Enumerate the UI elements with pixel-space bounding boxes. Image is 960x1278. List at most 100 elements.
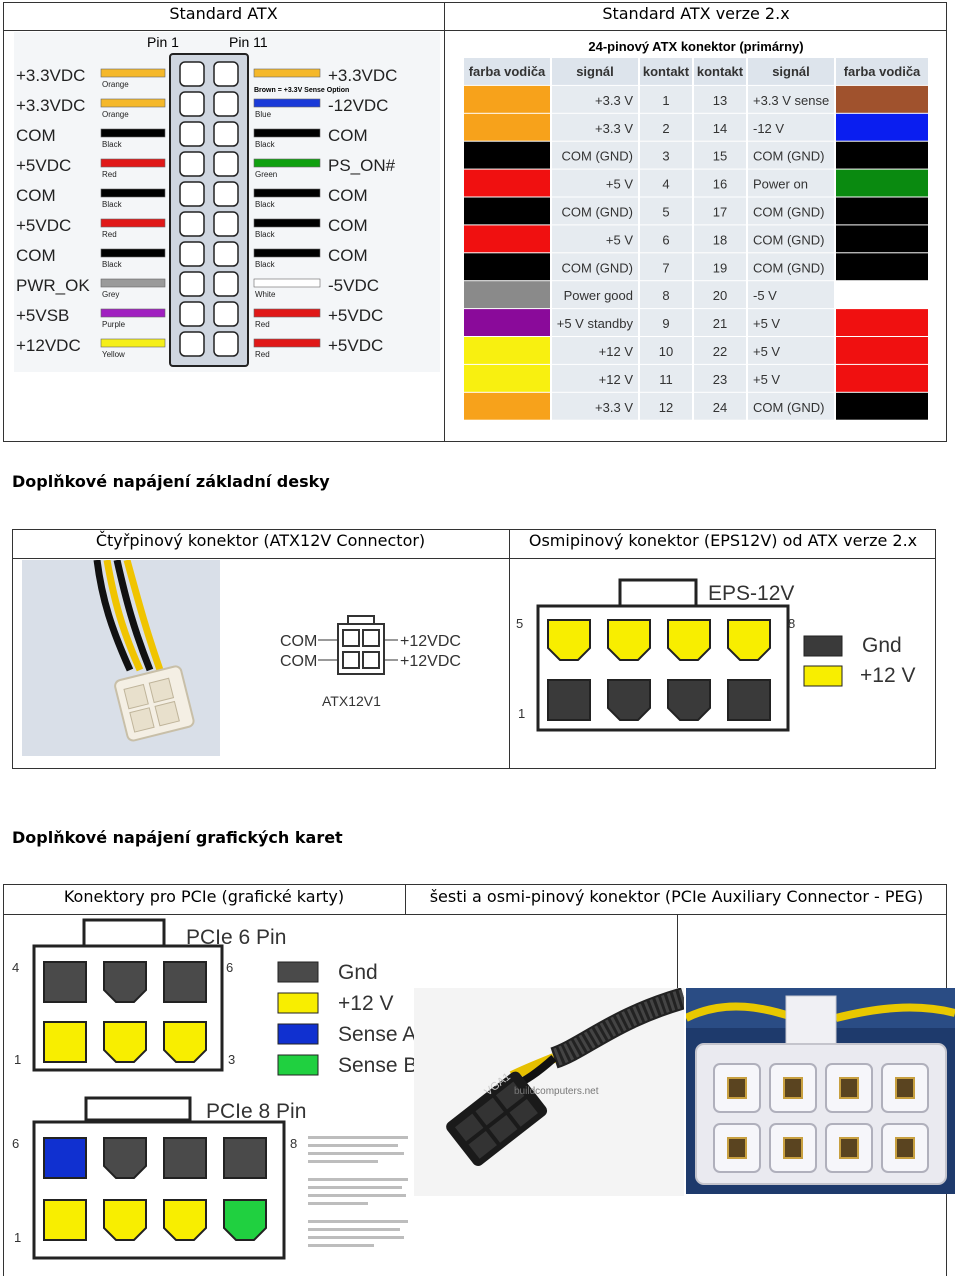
atx12v-diagram: COM COM +12VDC +12VDC ATX12V1 <box>280 615 461 709</box>
atx-right-signal: COM <box>328 216 368 235</box>
atx-right-wire <box>253 68 321 78</box>
atx24-table: 24-pinový ATX konektor (primárny) farba … <box>463 36 929 422</box>
atx24-cell <box>748 281 834 309</box>
atx24-cell <box>748 309 834 336</box>
atx24-left-color <box>464 309 550 336</box>
atx24-left-signal: +3.3 V <box>595 400 633 415</box>
atx-left-signal: +5VDC <box>16 156 71 175</box>
atx-left-wire-label: Purple <box>102 320 126 329</box>
pcie6-pin1: 1 <box>14 1052 21 1067</box>
pcie8-fine-print <box>308 1136 408 1247</box>
atx24-left-pin: 6 <box>662 232 669 247</box>
atx-right-wire-label: White <box>255 290 276 299</box>
atx-pin <box>179 331 205 357</box>
atx12v-v2: +12VDC <box>400 653 461 670</box>
atx-right-signal: +5VDC <box>328 336 383 355</box>
atx-pin <box>213 151 239 177</box>
atx24-cell <box>694 309 746 336</box>
atx12v-com2: COM <box>280 653 317 670</box>
atx-right-wire <box>253 128 321 138</box>
connector-pin <box>103 1199 147 1241</box>
atx-pin <box>213 121 239 147</box>
connector-pin <box>43 1199 87 1241</box>
table-atx-header-v2: Standard ATX verze 2.x <box>602 4 790 23</box>
pin1-label: Pin 1 <box>147 34 179 50</box>
atx-pin <box>213 271 239 297</box>
pcie-8pin-closeup-photo <box>686 988 955 1194</box>
atx-pin <box>179 151 205 177</box>
connector-pin <box>547 679 591 721</box>
atx24-header-text: signál <box>576 64 614 79</box>
table-board-power-col-divider <box>509 529 510 769</box>
atx-pin <box>179 91 205 117</box>
atx24-left-signal: +5 V <box>606 232 633 247</box>
atx24-left-signal: +12 V <box>599 372 634 387</box>
atx-pin <box>213 301 239 327</box>
atx24-cell <box>694 85 746 113</box>
atx24-cell <box>640 113 692 141</box>
atx-connector-pins <box>179 61 239 357</box>
atx-left-wire-label: Orange <box>102 110 129 119</box>
atx24-right-color <box>836 225 928 253</box>
atx-left-wire <box>100 278 166 288</box>
atx24-cell <box>640 309 692 336</box>
atx-left-signal: +3.3VDC <box>16 96 85 115</box>
pcie6-pin3: 3 <box>228 1052 235 1067</box>
atx-pin <box>179 181 205 207</box>
atx-left-wire <box>100 338 166 348</box>
eps-pin1: 1 <box>518 706 525 721</box>
atx-left-wire-label: Red <box>102 170 117 179</box>
atx-left-signal: COM <box>16 246 56 265</box>
atx24-left-pin: 1 <box>662 93 669 108</box>
atx24-right-signal: COM (GND) <box>753 260 825 275</box>
header-pcie: Konektory pro PCIe (grafické karty) <box>63 887 345 906</box>
atx-left-signal: PWR_OK <box>16 276 90 295</box>
atx24-cell <box>640 253 692 281</box>
atx24-right-color <box>836 141 928 169</box>
atx24-left-pin: 5 <box>662 205 669 220</box>
eps-legend-12v-swatch <box>803 665 843 687</box>
atx24-left-pin: 3 <box>662 149 669 164</box>
atx24-cell <box>748 141 834 169</box>
atx-left-signal: +12VDC <box>16 336 81 355</box>
atx24-cell <box>640 364 692 392</box>
eps12v-diagram: EPS-12V 5 8 1 Gnd +12 V <box>516 578 915 732</box>
section-board-power-heading: Doplňkové napájení základní desky <box>12 472 330 491</box>
atx24-cell <box>748 113 834 141</box>
atx-pin <box>213 241 239 267</box>
eps-pins <box>547 619 771 721</box>
atx24-left-color <box>464 141 550 169</box>
closeup-contact <box>895 1077 915 1099</box>
atx-left-wire <box>100 158 166 168</box>
atx24-left-signal: COM (GND) <box>562 260 634 275</box>
closeup-contact <box>727 1137 747 1159</box>
atx24-cell <box>748 392 834 420</box>
closeup-contact <box>783 1137 803 1159</box>
connector-pin <box>103 961 147 1003</box>
atx24-header-text: farba vodiča <box>469 64 546 79</box>
atx-right-wire <box>253 308 321 318</box>
atx24-left-color <box>464 197 550 225</box>
atx24-right-pin: 17 <box>713 205 727 220</box>
atx-right-signal: PS_ON# <box>328 156 396 175</box>
atx24-right-signal: +5 V <box>753 316 780 331</box>
table-atx-header-divider <box>3 30 947 31</box>
atx-right-wire <box>253 158 321 168</box>
atx24-header-text: signál <box>772 64 810 79</box>
atx24-right-color <box>836 197 928 225</box>
atx-pin <box>179 121 205 147</box>
connector-pin <box>667 679 711 721</box>
atx24-cell <box>694 169 746 197</box>
atx24-cell <box>552 225 638 253</box>
section-gpu-power-heading: Doplňkové napájení grafických karet <box>12 828 343 847</box>
atx-pin <box>213 91 239 117</box>
atx-pin <box>213 181 239 207</box>
atx-left-wire <box>100 68 166 78</box>
table-gpu-power-header-divider <box>3 914 947 915</box>
atx-left-wire <box>100 308 166 318</box>
atx-right-signal: -12VDC <box>328 96 388 115</box>
atx24-right-signal: +3.3 V sense <box>753 93 829 108</box>
atx-left-wire-label: Black <box>102 140 123 149</box>
closeup-pins <box>713 1063 929 1173</box>
